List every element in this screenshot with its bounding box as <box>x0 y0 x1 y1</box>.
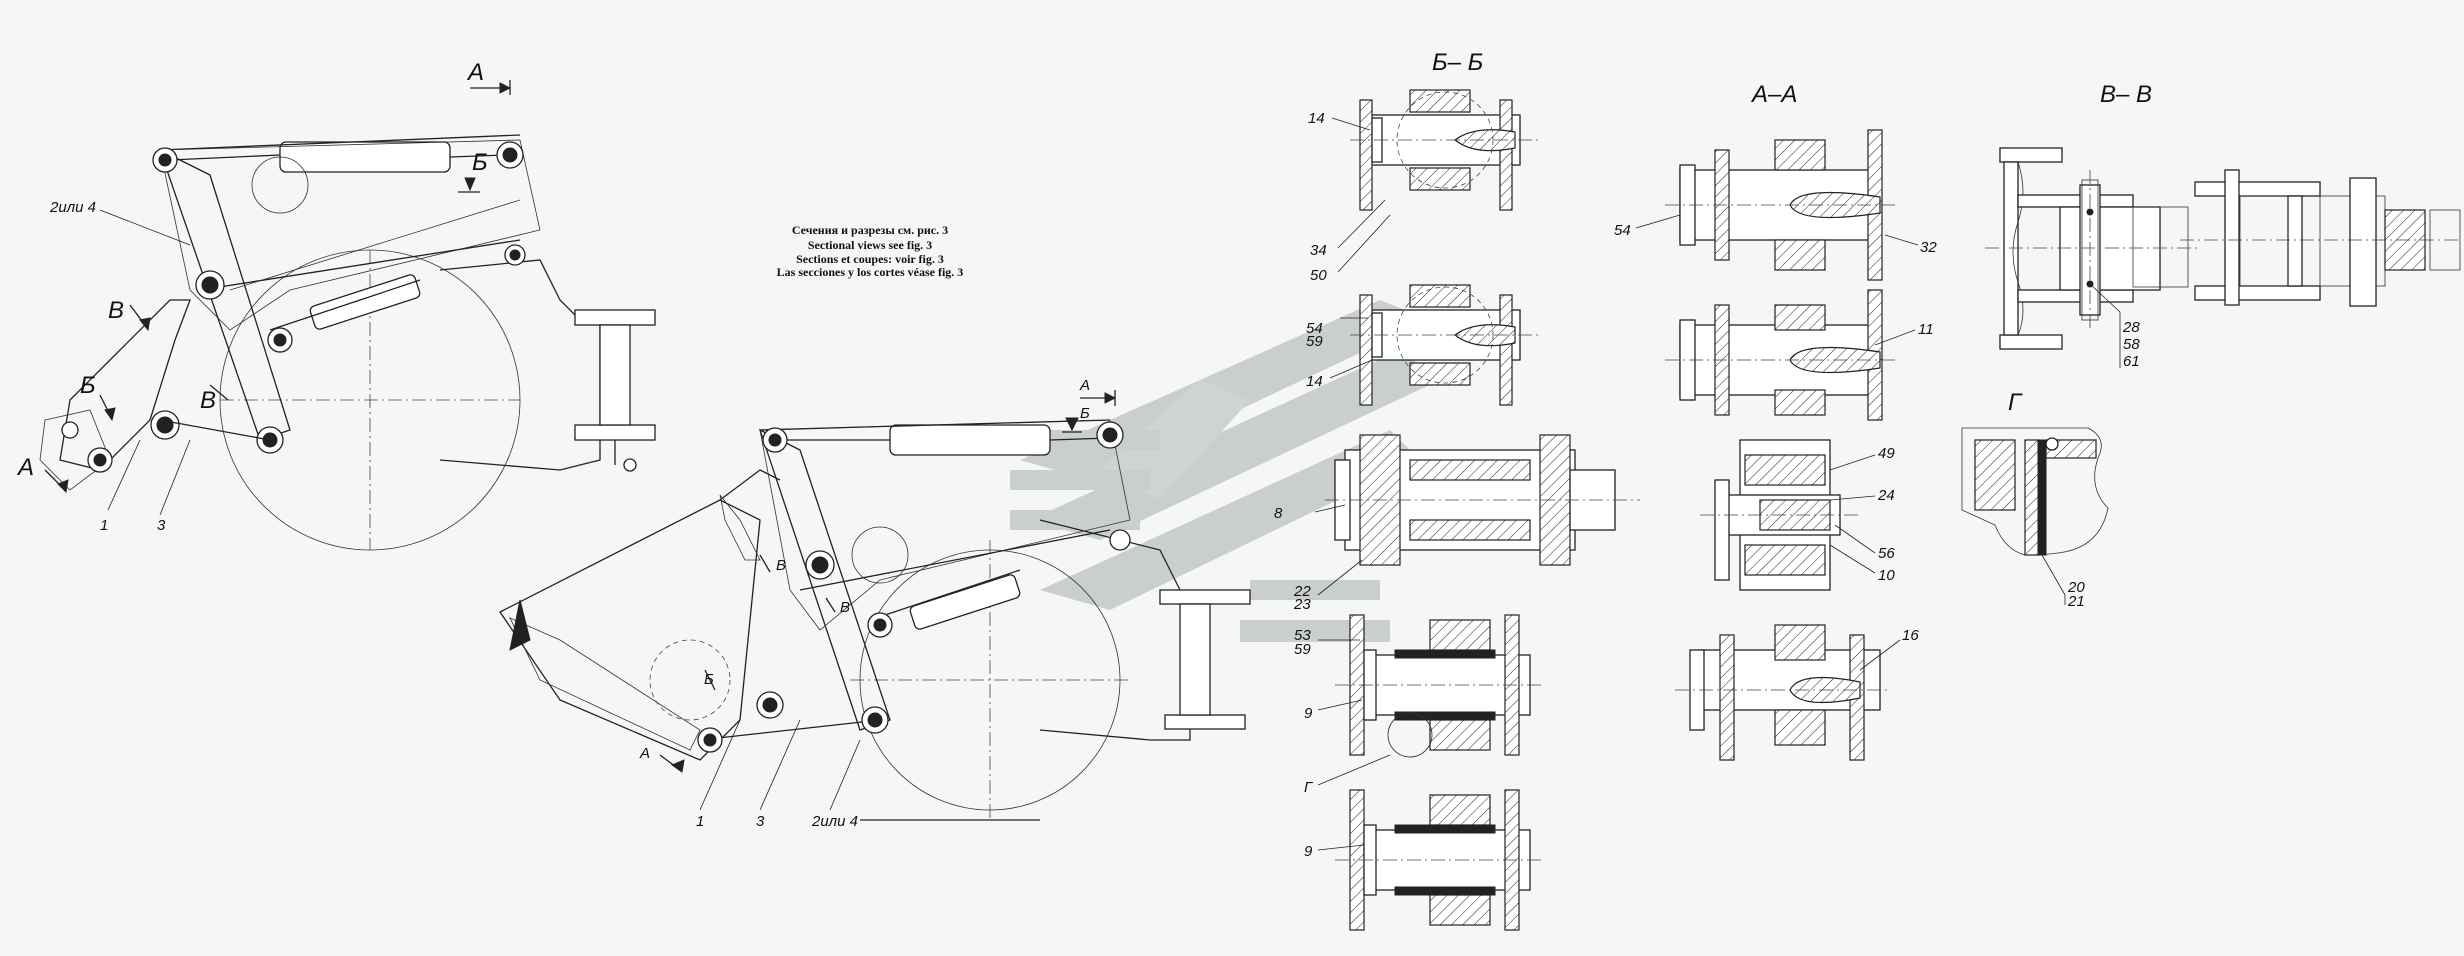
bb-callout-50: 50 <box>1310 267 1327 284</box>
note-line-2: Sectional views see fig. 3 <box>808 238 932 252</box>
note-line-4: Las secciones y los cortes véase fig. 3 <box>777 265 964 279</box>
aa-leaders <box>1635 214 1919 671</box>
section-bb-title: Б– Б <box>1432 49 1483 76</box>
aa-callout-11: 11 <box>1918 321 1934 338</box>
left-mark-v-2: В <box>200 387 216 414</box>
aa-section-1 <box>1665 129 1895 281</box>
middle-mark-v-2: В <box>840 599 850 616</box>
bb-callout-23: 23 <box>1293 596 1311 613</box>
aa-section-2 <box>1665 289 1895 421</box>
aa-section-4 <box>1675 624 1890 761</box>
left-mark-b-top: Б <box>472 149 488 176</box>
bb-callout-9a: 9 <box>1304 705 1313 722</box>
left-callout-1: 1 <box>100 517 108 534</box>
aa-section-3 <box>1700 439 1860 591</box>
bb-section-4 <box>1335 614 1545 758</box>
section-vv-title: В– В <box>2100 81 2152 108</box>
left-loader-view <box>39 80 656 551</box>
bb-callout-53: 53 <box>1294 627 1311 644</box>
g-callout-20: 20 <box>2067 579 2085 596</box>
middle-mark-a-top: А <box>1079 377 1090 394</box>
aa-callout-49: 49 <box>1878 445 1895 462</box>
note-line-3: Sections et coupes: voir fig. 3 <box>796 252 944 266</box>
middle-mark-a: А <box>639 745 650 762</box>
bb-section-1 <box>1350 89 1540 211</box>
middle-callout-3: 3 <box>756 813 765 830</box>
section-g-title: Г <box>2008 389 2023 416</box>
middle-callout-1: 1 <box>696 813 704 830</box>
g-callout-21: 21 <box>2067 593 2085 610</box>
left-mark-b: Б <box>80 372 96 399</box>
bb-section-3 <box>1325 434 1640 566</box>
bb-section-2 <box>1350 284 1540 406</box>
left-callout-2or4: 2или 4 <box>49 199 96 216</box>
aa-callout-16: 16 <box>1902 627 1919 644</box>
bb-callout-34: 34 <box>1310 242 1327 259</box>
middle-mark-b: Б <box>704 671 714 688</box>
bb-section-5 <box>1335 789 1545 931</box>
note-line-1: Сечения и разрезы см. рис. 3 <box>792 223 948 237</box>
bb-callout-22: 22 <box>1293 583 1311 600</box>
left-mark-a-top: А <box>466 59 484 86</box>
aa-callout-54: 54 <box>1614 222 1631 239</box>
aa-callout-32: 32 <box>1920 239 1937 256</box>
left-callout-3: 3 <box>157 517 166 534</box>
left-mark-a: А <box>16 454 34 481</box>
middle-mark-b-top: Б <box>1080 405 1090 422</box>
bb-callout-54: 54 <box>1306 320 1323 337</box>
section-aa-title: А–А <box>1750 81 1797 108</box>
vv-callout-61: 61 <box>2123 353 2140 370</box>
bb-callout-59b: 59 <box>1294 641 1311 658</box>
aa-callout-10: 10 <box>1878 567 1895 584</box>
bb-callout-14b: 14 <box>1306 373 1323 390</box>
bb-callout-59a: 59 <box>1306 333 1323 350</box>
aa-callout-24: 24 <box>1877 487 1895 504</box>
bb-callout-14a: 14 <box>1308 110 1325 127</box>
middle-mark-v: В <box>776 557 786 574</box>
left-mark-v: В <box>108 297 124 324</box>
bb-leaders <box>1314 117 1391 851</box>
middle-callout-2or4: 2или 4 <box>811 813 858 830</box>
bb-callout-8: 8 <box>1274 505 1283 522</box>
vv-section <box>1985 147 2461 368</box>
vv-callout-58: 58 <box>2123 336 2140 353</box>
g-detail <box>1961 427 2109 605</box>
bb-callout-g: Г <box>1304 779 1314 796</box>
bb-callout-9b: 9 <box>1304 843 1313 860</box>
aa-callout-56: 56 <box>1878 545 1895 562</box>
vv-callout-28: 28 <box>2122 319 2140 336</box>
middle-loader-view <box>499 390 1251 821</box>
